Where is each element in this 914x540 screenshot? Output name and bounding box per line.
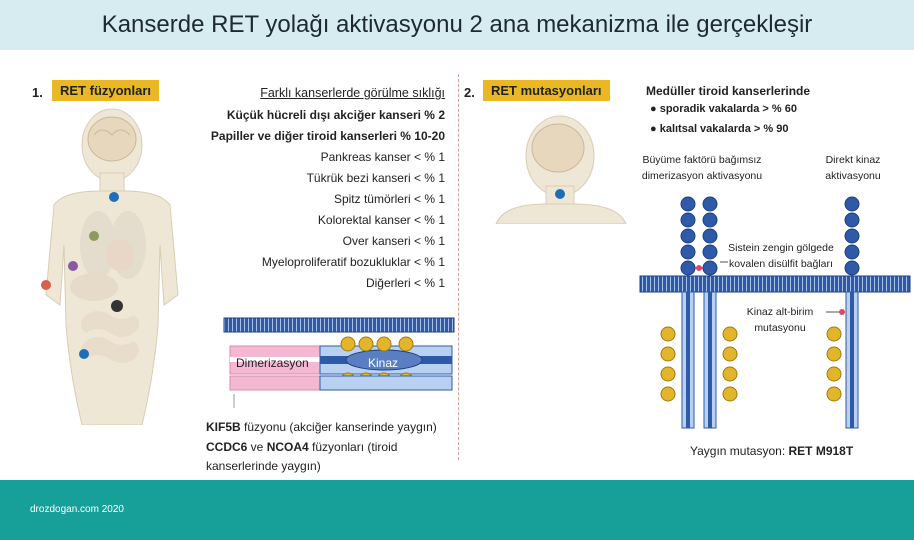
common-mutation-note: Yaygın mutasyon: RET M918T <box>690 444 854 458</box>
stat-item: Pankreas kanser < % 1 <box>320 150 445 164</box>
section-divider <box>458 74 459 460</box>
footer-credit: drozdogan.com 2020 <box>30 504 124 515</box>
stat-item: Myeloproliferatif bozukluklar < % 1 <box>261 255 445 269</box>
stat-item: Diğerleri < % 1 <box>365 276 445 290</box>
ccdc6-ncoa4-note-line2: kanserlerinde yaygın) <box>206 459 321 473</box>
page-title: Kanserde RET yolağı aktivasyonu 2 ana me… <box>101 11 813 38</box>
mtc-heading: Medüller tiroid kanserlerinde <box>646 84 811 98</box>
head-illustration <box>495 115 627 224</box>
stat-item: Papiller ve diğer tiroid kanserleri % 10… <box>210 129 445 143</box>
stat-item: Küçük hücreli dışı akciğer kanseri % 2 <box>226 108 445 122</box>
human-body-illustration <box>41 108 179 425</box>
kif5b-note: KIF5B füzyonu (akciğer kanserinde yaygın… <box>206 420 437 434</box>
incidence-heading: Farklı kanserlerde görülme sıklığı <box>260 86 445 100</box>
footer: drozdogan.com 2020 <box>0 480 914 540</box>
title-bar: Kanserde RET yolağı aktivasyonu 2 ana me… <box>0 0 914 50</box>
stat-item: Tükrük bezi kanseri < % 1 <box>306 171 445 185</box>
section2-badge: RET mutasyonları <box>483 80 610 101</box>
dimerization-label: Dimerizasyon <box>236 356 309 370</box>
section2-number: 2. <box>464 85 475 100</box>
ccdc6-ncoa4-note: CCDC6 ve NCOA4 füzyonları (tiroid <box>206 440 398 454</box>
section1-badge: RET füzyonları <box>52 80 160 101</box>
bullet-item: ● kalıtsal vakalarda > % 90 <box>650 123 789 135</box>
stat-item: Spitz tümörleri < % 1 <box>333 192 445 206</box>
stat-item: Over kanseri < % 1 <box>342 234 445 248</box>
fusion-diagram <box>223 317 455 408</box>
kinase-label: Kinaz <box>368 356 399 370</box>
section1-number: 1. <box>32 85 43 100</box>
stat-item: Kolorektal kanser < % 1 <box>317 213 445 227</box>
bullet-item: ● sporadik vakalarda > % 60 <box>650 103 797 115</box>
mutation-diagram <box>639 196 911 429</box>
